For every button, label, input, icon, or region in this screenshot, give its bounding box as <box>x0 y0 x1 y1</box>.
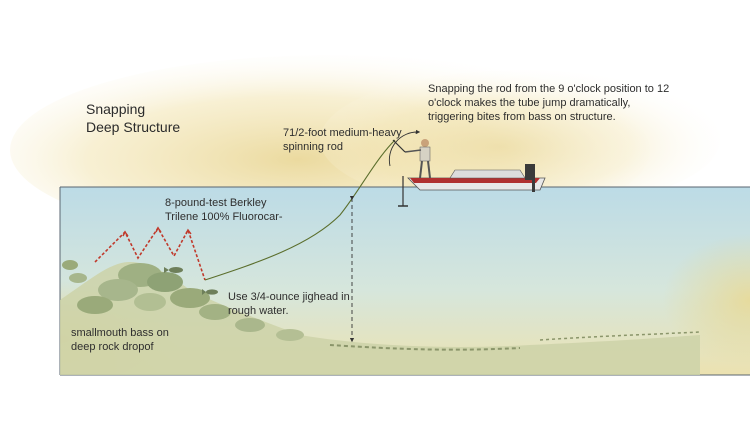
line-label: 8-pound-test Berkley Trilene 100% Fluoro… <box>165 196 283 224</box>
line-label-line-2: Trilene 100% Fluorocar- <box>165 210 283 224</box>
rod-label: 71/2-foot medium-heavy spinning rod <box>283 126 402 154</box>
bass-label-line-1: smallmouth bass on <box>71 326 169 340</box>
jighead-label-line-2: rough water. <box>228 304 350 318</box>
bass-label-line-2: deep rock dropof <box>71 340 169 354</box>
snap-note-line-2: o'clock makes the tube jump dramatically… <box>428 96 669 110</box>
snap-note-label: Snapping the rod from the 9 o'clock posi… <box>428 82 669 124</box>
jighead-label-line-1: Use 3/4-ounce jighead in <box>228 290 350 304</box>
title-line-2: Deep Structure <box>86 118 180 136</box>
rod-label-line-1: 71/2-foot medium-heavy <box>283 126 402 140</box>
line-label-line-1: 8-pound-test Berkley <box>165 196 283 210</box>
bass-label: smallmouth bass on deep rock dropof <box>71 326 169 354</box>
snap-note-line-1: Snapping the rod from the 9 o'clock posi… <box>428 82 669 96</box>
jighead-label: Use 3/4-ounce jighead in rough water. <box>228 290 350 318</box>
title-line-1: Snapping <box>86 100 180 118</box>
diagram-title: Snapping Deep Structure <box>86 100 180 136</box>
snap-note-line-3: triggering bites from bass on structure. <box>428 110 669 124</box>
rod-label-line-2: spinning rod <box>283 140 402 154</box>
